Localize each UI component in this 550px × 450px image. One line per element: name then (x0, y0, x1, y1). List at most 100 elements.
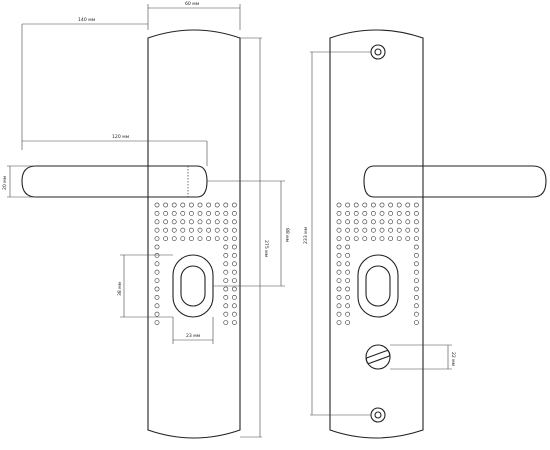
perforation-dot (154, 236, 160, 241)
perforation-dot (362, 210, 368, 216)
right-key-slot-inner (365, 265, 391, 307)
perforation-dot (154, 278, 160, 283)
perforation-dot (345, 202, 350, 208)
perforation-dot (413, 320, 419, 325)
perforation-dot (231, 294, 237, 300)
dim-handle-length: 120 мм (112, 134, 130, 140)
perforation-dot (345, 219, 350, 225)
perforation-dot (154, 261, 160, 267)
perforation-dot (214, 219, 220, 225)
dim-axis-distance: 88 мм (284, 228, 290, 243)
perforation-dot (223, 244, 229, 250)
perforation-dot (231, 311, 237, 317)
perforation-dot (154, 303, 160, 309)
perforation-dot (231, 219, 237, 225)
perforation-dot (214, 236, 220, 241)
perforation-dot (163, 227, 168, 233)
perforation-dot (197, 227, 203, 233)
perforation-dot (396, 210, 402, 216)
perforation-dot (379, 219, 385, 225)
perforation-dot (413, 236, 419, 241)
perforation-dot (197, 236, 203, 241)
perforation-dot (180, 227, 186, 233)
perforation-dot (223, 227, 229, 233)
perforation-dot (231, 286, 237, 292)
perforation-dot (388, 227, 393, 233)
perforation-dot (223, 202, 229, 208)
left-key-slot-inner (180, 265, 206, 307)
dim-plate-width: 60 мм (185, 1, 200, 7)
perforation-dot (231, 210, 237, 216)
perforation-dot (396, 236, 402, 241)
perforation-dot (413, 294, 419, 300)
perforation-dot (370, 219, 376, 225)
perforation-dot (345, 269, 350, 275)
perforation-dot (231, 252, 237, 258)
perforation-dot (336, 227, 342, 233)
perforation-dot (345, 261, 350, 267)
perforation-dot (370, 210, 376, 216)
perforation-dot (180, 219, 186, 225)
perforation-dot (345, 286, 350, 292)
perforation-dot (206, 227, 211, 233)
perforation-dot (413, 303, 419, 309)
perforation-dot (413, 244, 419, 250)
perforation-dot (336, 286, 342, 292)
perforation-dot (154, 202, 160, 208)
perforation-dot (154, 294, 160, 300)
perforation-dot (353, 227, 359, 233)
perforation-dot (388, 210, 393, 216)
perforation-dot (154, 252, 160, 258)
perforation-dot (336, 294, 342, 300)
perforation-dot (180, 210, 186, 216)
perforation-dot (413, 269, 419, 275)
perforation-dot (362, 219, 368, 225)
perforation-dot (188, 219, 194, 225)
thumb-turn (365, 344, 391, 370)
perforation-dot (379, 236, 385, 241)
dim-slot-width: 23 мм (186, 333, 201, 339)
perforation-dot (336, 252, 342, 258)
perforation-dot (171, 227, 177, 233)
perforation-dot (214, 210, 220, 216)
perforation-dot (345, 252, 350, 258)
perforation-dot (171, 236, 177, 241)
perforation-dot (154, 286, 160, 292)
left-lever-handle (21, 165, 208, 198)
perforation-dot (413, 219, 419, 225)
perforation-dot (370, 227, 376, 233)
perforation-dot (154, 244, 160, 250)
perforation-dot (154, 269, 160, 275)
perforation-dot (154, 227, 160, 233)
perforation-dot (231, 244, 237, 250)
perforation-dot (163, 236, 168, 241)
perforation-dot (197, 202, 203, 208)
dim-plate-height: 275 мм (263, 240, 269, 258)
perforation-dot (180, 202, 186, 208)
perforation-dot (171, 219, 177, 225)
perforation-dot (353, 202, 359, 208)
right-backplate (329, 29, 424, 439)
perforation-dot (214, 202, 220, 208)
perforation-dot (206, 219, 211, 225)
left-backplate (147, 29, 241, 439)
left-dot-pattern (154, 202, 237, 325)
perforation-dot (188, 227, 194, 233)
perforation-dot (336, 303, 342, 309)
perforation-dot (379, 202, 385, 208)
perforation-dot (353, 236, 359, 241)
perforation-dot (154, 210, 160, 216)
dim-handle-diameter: 20 мм (2, 175, 8, 190)
perforation-dot (206, 202, 211, 208)
perforation-dot (223, 311, 229, 317)
perforation-dot (214, 227, 220, 233)
perforation-dot (345, 244, 350, 250)
perforation-dot (171, 210, 177, 216)
bottom-mount-hole (370, 407, 386, 423)
perforation-dot (336, 320, 342, 325)
perforation-dot (336, 311, 342, 317)
dim-overall-width: 140 мм (78, 17, 96, 23)
perforation-dot (223, 278, 229, 283)
right-lever-handle (363, 165, 547, 198)
